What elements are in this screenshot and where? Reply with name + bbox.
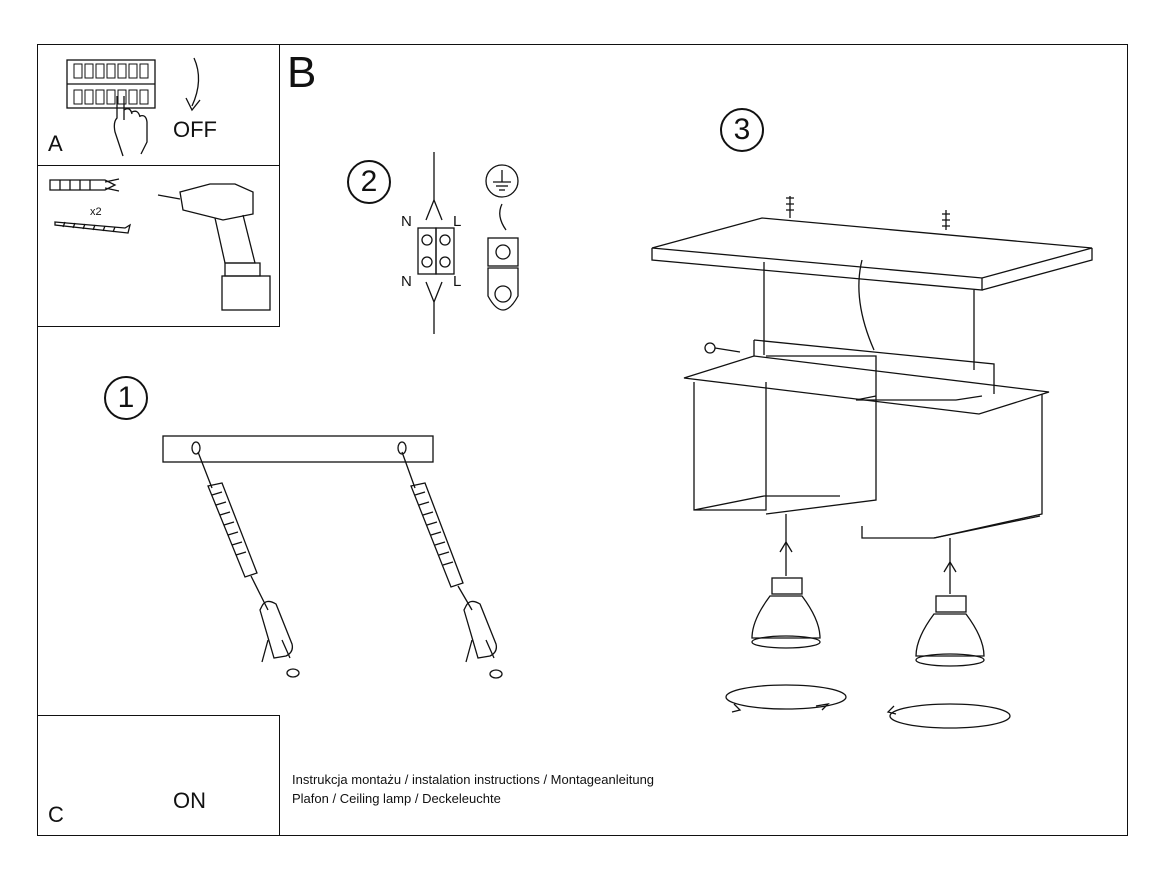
ceiling-bracket-template	[162, 435, 434, 463]
instruction-sheet-frame	[37, 44, 1128, 836]
wire-l-top-label: L	[453, 213, 462, 230]
wall-plug-icon	[49, 178, 120, 192]
lamp-body	[683, 339, 1050, 539]
ground-symbol-icon	[485, 164, 519, 198]
step-2-marker: 2	[347, 160, 391, 204]
anchor-screw-left	[197, 451, 300, 678]
gu10-bulb-right	[915, 538, 985, 667]
panel-a-label: A	[48, 131, 63, 156]
hand-icon	[113, 96, 148, 157]
anchor-screw-right	[401, 451, 503, 679]
on-label: ON	[173, 788, 206, 813]
terminal-block-icon	[417, 152, 455, 334]
wire-n-bottom-label: N	[401, 273, 412, 290]
step-3-marker: 3	[720, 108, 764, 152]
rotate-arrow-left-icon	[725, 684, 847, 713]
mounting-plate	[651, 196, 1093, 291]
screw-icon	[54, 221, 132, 234]
footer-line-1: Instrukcja montażu / instalation instruc…	[292, 772, 655, 787]
step-1-marker: 1	[104, 376, 148, 420]
arrow-down-icon	[185, 57, 201, 112]
rotate-arrow-right-icon	[886, 703, 1011, 729]
footer-line-2: Plafon / Ceiling lamp / Deckeleuchte	[292, 791, 501, 806]
drill-icon	[157, 183, 271, 311]
quantity-label: x2	[90, 206, 102, 218]
wire-l-bottom-label: L	[453, 273, 462, 290]
panel-tools: x2	[37, 165, 280, 327]
off-label: OFF	[173, 117, 217, 142]
wire-n-top-label: N	[401, 213, 412, 230]
panel-c-label: C	[48, 802, 64, 827]
gu10-bulb-left	[751, 514, 821, 649]
power-cable	[858, 259, 875, 351]
panel-c-switch-on: C ON	[37, 715, 280, 836]
ground-terminal-icon	[487, 203, 519, 311]
breaker-panel-icon	[66, 59, 156, 109]
section-b-label: B	[287, 48, 317, 97]
